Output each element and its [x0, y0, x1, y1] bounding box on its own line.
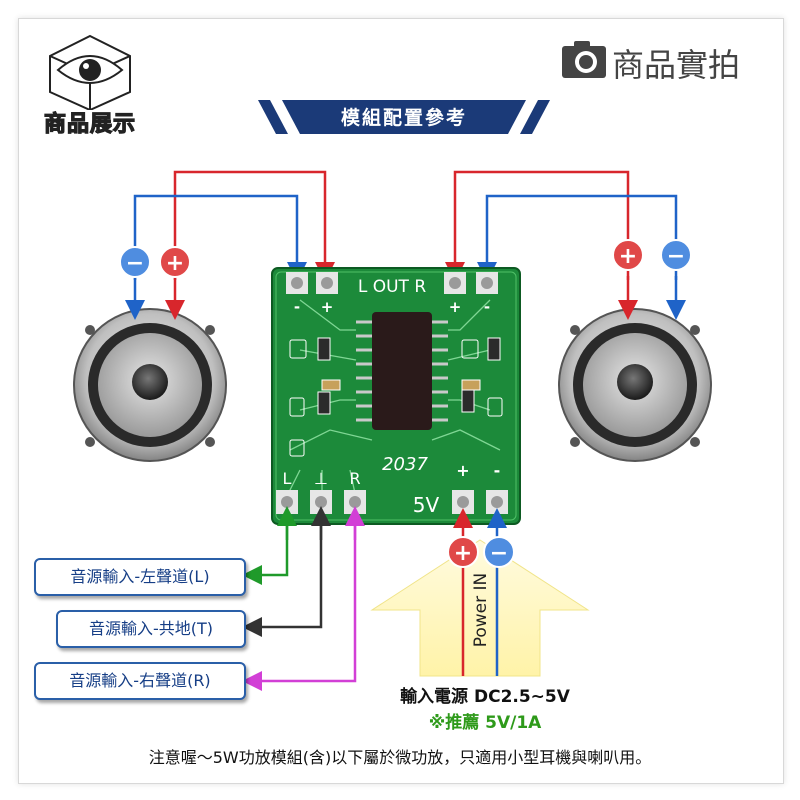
footer-note: 注意喔～5W功放模組(含)以下屬於微功放，只適用小型耳機與喇叭用。 [148, 748, 652, 767]
power-minus-mark: − [490, 541, 508, 566]
power-arrow [370, 539, 590, 677]
eye-cube-icon [49, 34, 131, 112]
minus-icon [119, 246, 151, 278]
speaker-right [558, 308, 712, 462]
speaker-right-minus: − [667, 244, 685, 269]
speaker-left-plus: + [166, 251, 184, 276]
board-5v-label: 5V [413, 493, 440, 517]
minus-icon [483, 536, 515, 568]
board-power-minus-mark: - [494, 461, 501, 480]
board-pin-gnd: ⊥ [314, 469, 328, 488]
input-left-channel-box: 音源輸入-左聲道(L) [34, 558, 246, 596]
input-right-channel-box: 音源輸入-右聲道(R) [34, 662, 246, 700]
speaker-right-plus: + [619, 244, 637, 269]
speaker-left [73, 308, 227, 462]
power-recommend: ※推薦 5V/1A [428, 713, 542, 733]
logo-product-display: 商品展示 [30, 30, 150, 140]
board-pin-l: L [283, 469, 292, 488]
board-pin-r: R [349, 469, 360, 488]
board-out-label: L OUT R [358, 277, 426, 297]
board-chip-label: 2037 [382, 454, 428, 475]
board-power-plus-mark: + [456, 461, 469, 480]
wire-input-right [242, 512, 357, 691]
power-plus-mark: + [454, 541, 472, 566]
wire-right-blue [477, 194, 678, 282]
board-right-plus-mark: + [449, 298, 462, 316]
output-terminals [286, 272, 498, 294]
amplifier-board [271, 267, 521, 525]
wire-left-blue [133, 194, 307, 282]
amp-chip [372, 312, 432, 430]
minus-icon [660, 239, 692, 271]
wire-right-red [445, 170, 630, 282]
title-banner: 模組配置參考 [258, 100, 550, 134]
power-in-label-wrap: Power IN [462, 560, 502, 670]
power-input-spec: 輸入電源 DC2.5~5V [400, 687, 570, 707]
plus-icon [159, 246, 191, 278]
logo-product-photo: 商品實拍 [560, 38, 770, 84]
logo-left-label: 商品展示 [43, 111, 136, 137]
camera-icon [562, 41, 606, 78]
speaker-left-minus: − [126, 251, 144, 276]
board-right-minus-mark: - [484, 298, 490, 316]
banner-title: 模組配置參考 [340, 107, 467, 129]
input-ground-box: 音源輸入-共地(T) [56, 610, 246, 648]
logo-right-label: 商品實拍 [612, 46, 741, 84]
banner-shape [258, 100, 550, 134]
wire-input-ground [242, 512, 323, 637]
wire-left-red [173, 170, 335, 282]
board-left-plus-mark: + [321, 298, 334, 316]
power-in-label: Power IN [471, 572, 491, 648]
plus-icon [612, 239, 644, 271]
board-left-minus-mark: - [294, 298, 300, 316]
plus-icon [447, 536, 479, 568]
